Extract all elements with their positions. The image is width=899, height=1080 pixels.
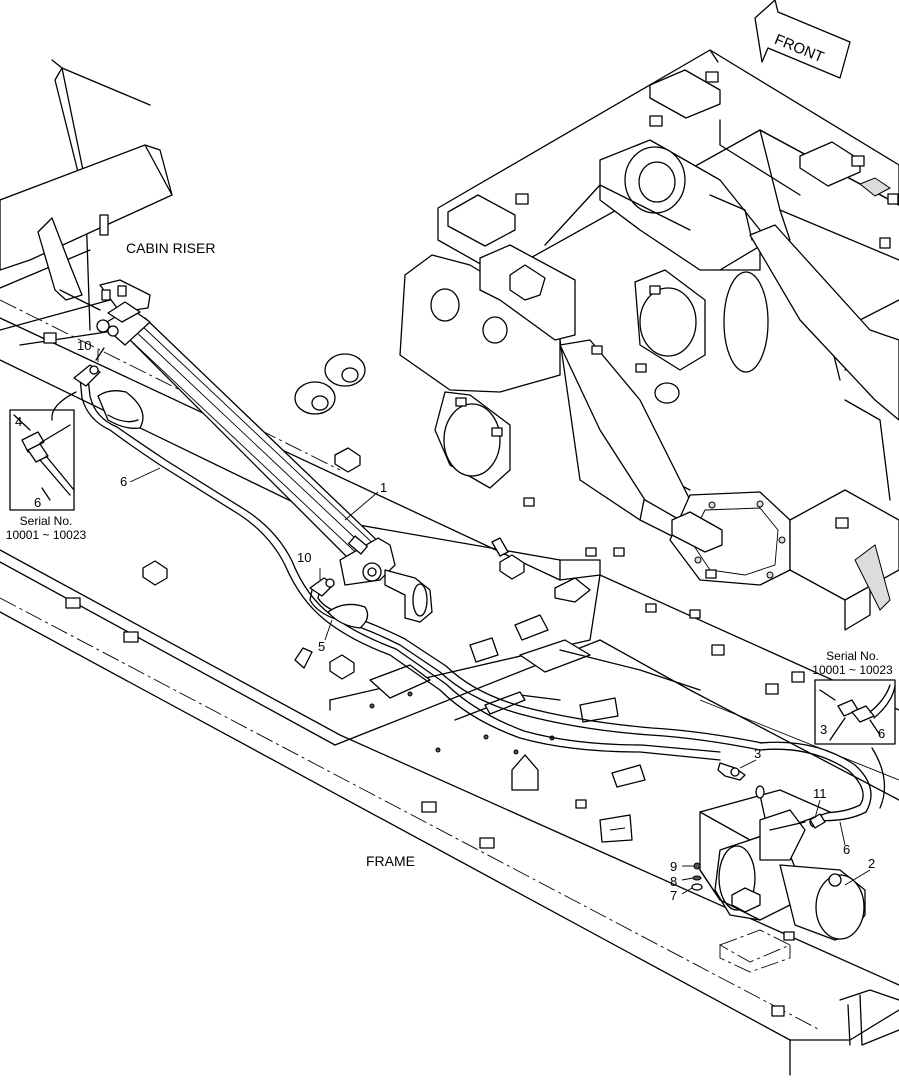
hydraulic-hoses [73, 347, 872, 822]
callout-11: 11 [813, 786, 827, 801]
serial-note-right: Serial No. 10001 ~ 10023 [806, 649, 899, 677]
callout-7: 7 [670, 888, 678, 903]
serial-note-left-line2: 10001 ~ 10023 [5, 528, 87, 542]
cabin-riser-label: CABIN RISER [126, 240, 216, 256]
callout-6-inset-left: 6 [34, 495, 42, 510]
serial-note-right-line2: 10001 ~ 10023 [812, 663, 893, 677]
callout-3-inset: 3 [820, 722, 828, 737]
callout-1: 1 [380, 480, 388, 495]
callout-3-main: 3 [754, 746, 762, 761]
callout-6-inset-right: 6 [878, 726, 886, 741]
serial-note-left: Serial No. 10001 ~ 10023 [0, 514, 92, 542]
callout-9: 9 [670, 859, 678, 874]
frame-blocks [43, 214, 805, 1017]
callout-4-inset: 4 [15, 414, 23, 429]
cabin-riser-structure [0, 59, 173, 346]
callout-8: 8 [670, 874, 678, 889]
hand-pump-assembly [691, 785, 866, 973]
lift-cylinder [96, 301, 433, 623]
callout-5: 5 [318, 639, 326, 654]
chassis-frame [294, 49, 899, 631]
serial-note-left-line1: Serial No. [19, 514, 73, 528]
inset-left [9, 391, 77, 511]
callout-6-pump: 6 [843, 842, 851, 857]
base-plates [329, 519, 701, 843]
callout-2: 2 [868, 856, 876, 871]
callout-6-main: 6 [120, 474, 128, 489]
callout-10-lower: 10 [297, 550, 312, 565]
front-arrow-icon [754, 0, 851, 79]
frame-label: FRAME [366, 853, 415, 869]
leader-lines [97, 350, 871, 895]
inset-right [814, 679, 896, 809]
callout-10-upper: 10 [77, 338, 92, 353]
serial-note-right-line1: Serial No. [826, 649, 879, 663]
